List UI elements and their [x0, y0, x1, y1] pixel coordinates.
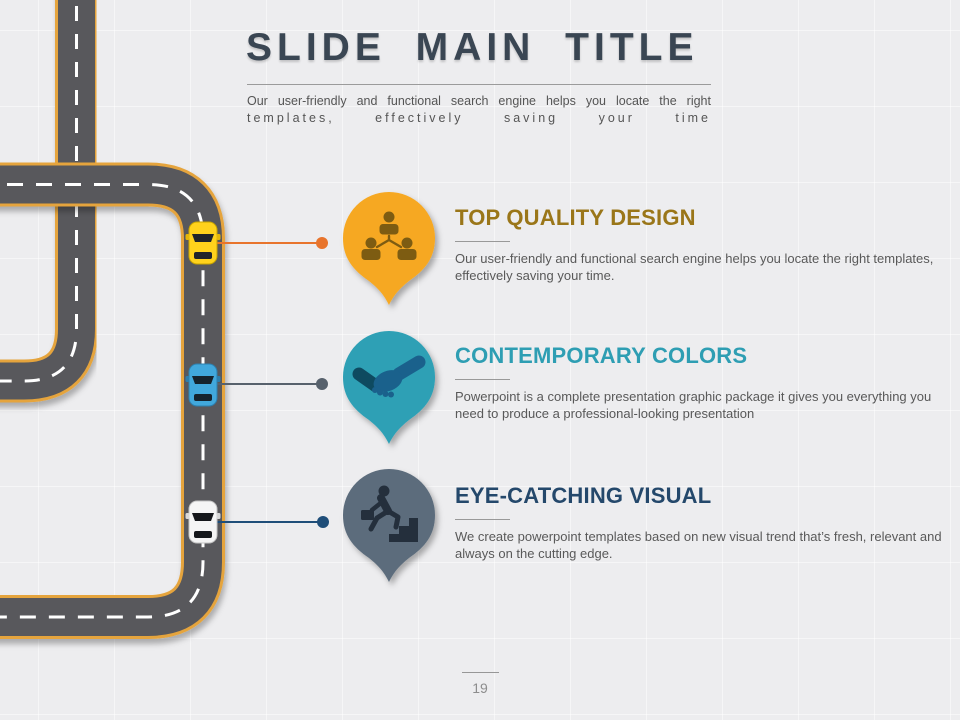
section-heading: EYE-CATCHING VISUAL: [455, 483, 712, 508]
pin-contemporary: [343, 331, 435, 444]
road-left: [0, 0, 98, 403]
pin-top-quality: [343, 192, 435, 305]
handshake-icon: [352, 355, 426, 398]
connector-2: [217, 378, 328, 390]
yellow-car: [185, 221, 221, 265]
connector-dot-2: [316, 378, 328, 390]
section-heading: TOP QUALITY DESIGN: [455, 205, 696, 230]
subtitle-line-1: Our user-friendly and functional search …: [247, 94, 711, 108]
connector-1: [217, 237, 328, 249]
connector-3: [217, 516, 329, 528]
section-top-quality: TOP QUALITY DESIGN Our user-friendly and…: [455, 206, 943, 284]
section-divider: [455, 241, 510, 242]
section-body: Powerpoint is a complete presentation gr…: [455, 389, 932, 421]
blue-car: [185, 363, 221, 407]
section-eye-catching: EYE-CATCHING VISUAL We create powerpoint…: [455, 484, 943, 562]
section-body: We create powerpoint templates based on …: [455, 529, 942, 561]
section-contemporary: CONTEMPORARY COLORS Powerpoint is a comp…: [455, 344, 943, 422]
connector-dot-3: [317, 516, 329, 528]
page-number: 19: [472, 680, 488, 696]
page-title: SLIDE MAIN TITLE: [246, 26, 699, 69]
title-divider: [247, 84, 711, 85]
footer-divider: [462, 672, 499, 673]
section-divider: [455, 519, 510, 520]
section-body: Our user-friendly and functional search …: [455, 251, 934, 283]
road-network: [0, 0, 225, 639]
slide-subtitle: Our user-friendly and functional search …: [247, 93, 711, 127]
section-divider: [455, 379, 510, 380]
org-chart-icon: [361, 211, 417, 260]
white-car: [185, 500, 221, 544]
stairs-climb-icon: [361, 485, 418, 542]
subtitle-line-2: templates, effectively saving your time: [247, 111, 711, 125]
section-heading: CONTEMPORARY COLORS: [455, 343, 748, 368]
connector-dot-1: [316, 237, 328, 249]
pin-eye-catching: [343, 469, 435, 582]
